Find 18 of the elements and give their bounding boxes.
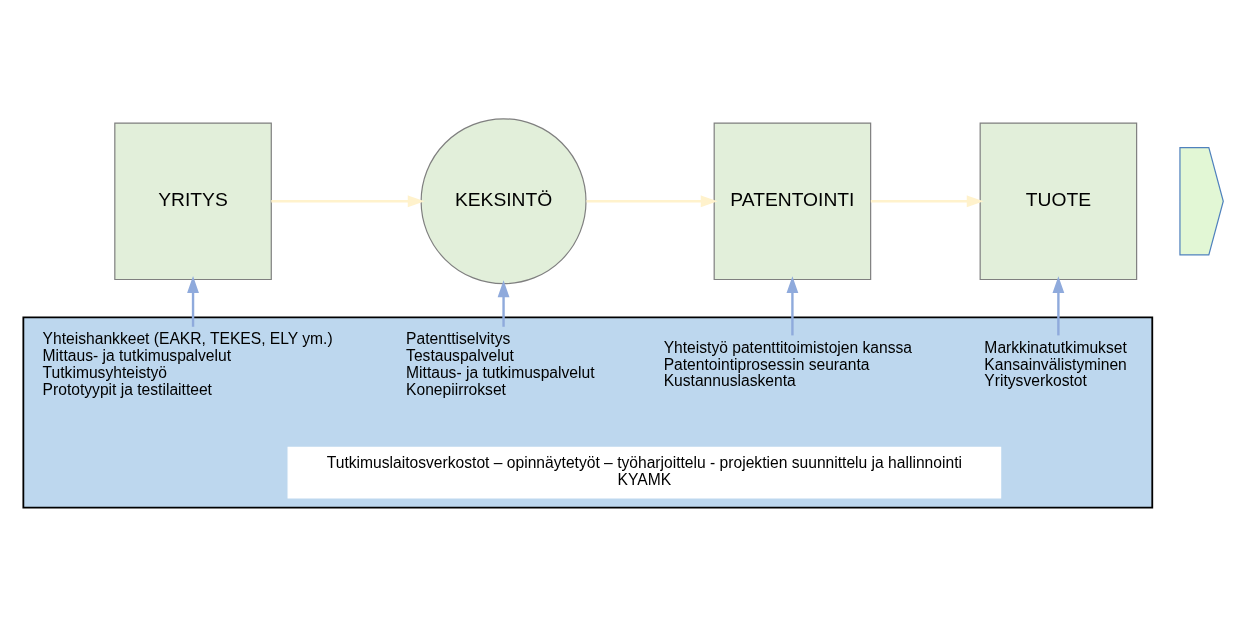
node-text: Yhteishankkeet (EAKR, TEKES, ELY ym.) Mittaus- ja tutkimuspalvelut Tutkimusyhteistyö Prototyypit ja testilaitteet (42, 329, 333, 398)
arrow (586, 194, 718, 207)
node-box: Tutkimuslaitosverkostot – opinnäytetyöt – työharjoittelu - projektien suunnittelu ja hallinnointi KYAMK (287, 446, 1002, 499)
arrow (497, 279, 510, 327)
node-chevron (1179, 146, 1224, 255)
node-text: Yhteistyö patenttitoimistojen kanssa Patentointiprosessin seuranta Kustannuslaskenta (663, 338, 913, 389)
arrow (1052, 275, 1065, 335)
node-box: YRITYS (114, 121, 272, 280)
cluster (22, 316, 1154, 508)
arrow (786, 275, 799, 335)
node-box: PATENTOINTI (713, 121, 872, 280)
arrow (870, 194, 984, 207)
arrow (187, 275, 199, 327)
node-text: Markkinatutkimukset Kansainvälistyminen Yritysverkostot (984, 338, 1127, 389)
node-box: TUOTE (979, 121, 1138, 280)
node-circle: KEKSINTÖ (420, 117, 587, 284)
node-text: Patenttiselvitys Testauspalvelut Mittaus- ja tutkimuspalvelut Konepiirrokset (406, 329, 595, 398)
arrow (271, 194, 425, 207)
